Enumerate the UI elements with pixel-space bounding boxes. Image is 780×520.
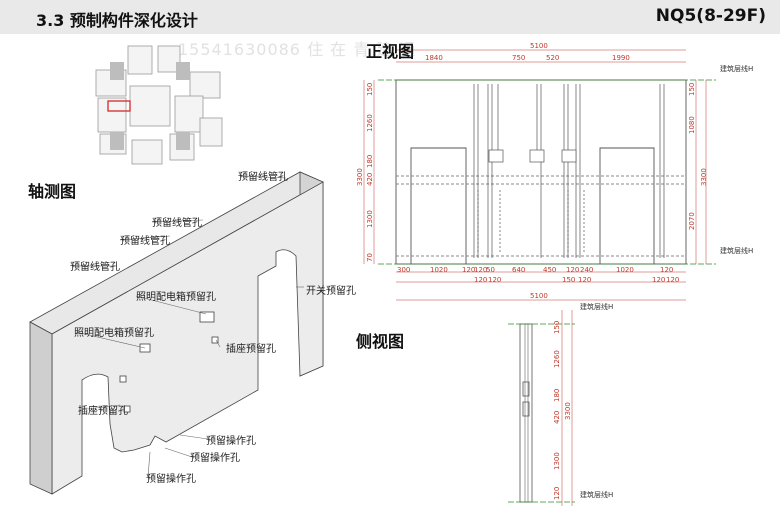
- dim-bottom: 450: [543, 266, 557, 274]
- annotation-switch-hole: 开关预留孔: [306, 286, 356, 297]
- front-conduits: [473, 84, 665, 258]
- dim-left: 70: [366, 253, 374, 262]
- annotation-conduit-hole: 预留线管孔: [152, 218, 202, 229]
- header-bar: [0, 0, 780, 34]
- dim-side: 1300: [553, 452, 561, 470]
- dim-bottom: 300: [397, 266, 411, 274]
- dim-left: 180: [366, 154, 374, 168]
- level-line-label: 建筑层线H: [720, 65, 754, 73]
- level-line-label: 建筑层线H: [580, 303, 614, 311]
- annotation-conduit-hole: 预留线管孔: [238, 172, 288, 183]
- page-title: 3.3 预制构件深化设计: [36, 11, 198, 30]
- annotation-lighting-box-hole: 照明配电箱预留孔: [136, 292, 216, 303]
- dim-right-total: 3300: [700, 168, 708, 186]
- level-line-label: 建筑层线H: [720, 247, 754, 255]
- dim-left-total: 3300: [356, 168, 364, 186]
- annotation-operation-hole: 预留操作孔: [206, 436, 256, 447]
- front-view: [378, 79, 716, 265]
- dim-bottom: 640: [512, 266, 526, 274]
- dim-bottom: 1020: [430, 266, 448, 274]
- dim-total-bottom: 5100: [530, 292, 548, 300]
- dim-side: 1260: [553, 350, 561, 368]
- annotation-operation-hole: 预留操作孔: [190, 453, 240, 464]
- dim-right: 1080: [688, 116, 696, 134]
- highlight-box: [107, 100, 131, 112]
- dim-bottom2: 120: [474, 276, 488, 284]
- dim-total-top: 5100: [530, 42, 548, 50]
- dim-bottom: 240: [580, 266, 594, 274]
- dim-side: 120: [553, 486, 561, 500]
- dim-left: 420: [366, 172, 374, 186]
- level-line-label: 建筑层线H: [580, 491, 614, 499]
- dim-bottom: 120: [566, 266, 580, 274]
- dim-bottom: 50: [486, 266, 495, 274]
- dim-side: 420: [553, 410, 561, 424]
- front-dimension-lines: [363, 49, 707, 301]
- dim-bottom2: 150: [562, 276, 576, 284]
- component-code: NQ5(8-29F): [655, 6, 766, 26]
- label-front-view: 正视图: [366, 42, 415, 61]
- dim-top: 750: [512, 54, 526, 62]
- watermark: 15541630086 住 在 青 建 通: [178, 40, 417, 59]
- label-axonometric: 轴测图: [28, 182, 77, 201]
- annotation-lighting-box-hole: 照明配电箱预留孔: [74, 328, 154, 339]
- label-side-view: 侧视图: [356, 332, 405, 351]
- annotation-operation-hole: 预留操作孔: [146, 474, 196, 485]
- dim-top: 1840: [425, 54, 443, 62]
- dim-bottom: 120: [474, 266, 488, 274]
- axon-wall: [29, 171, 324, 495]
- dim-bottom2: 120: [578, 276, 592, 284]
- dim-side: 180: [553, 388, 561, 402]
- annotation-conduit-hole: 预留线管孔: [70, 262, 120, 273]
- dim-left: 1300: [366, 210, 374, 228]
- dim-bottom: 120: [660, 266, 674, 274]
- dim-bottom2: 120: [666, 276, 680, 284]
- dim-bottom: 120: [462, 266, 476, 274]
- annotation-conduit-hole: 预留线管孔: [120, 236, 170, 247]
- dim-top: 1990: [612, 54, 630, 62]
- dim-left: 150: [366, 82, 374, 96]
- dim-top: 520: [546, 54, 560, 62]
- dim-right: 2070: [688, 212, 696, 230]
- dim-bottom2: 120: [488, 276, 502, 284]
- dim-left: 1260: [366, 114, 374, 132]
- dim-right: 150: [688, 82, 696, 96]
- dim-side-total: 3300: [564, 402, 572, 420]
- annotation-socket-hole: 插座预留孔: [226, 344, 276, 355]
- dim-side: 150: [553, 320, 561, 334]
- dim-bottom: 1020: [616, 266, 634, 274]
- annotation-socket-hole: 插座预留孔: [78, 406, 128, 417]
- side-view: [508, 310, 575, 506]
- dim-bottom2: 120: [652, 276, 666, 284]
